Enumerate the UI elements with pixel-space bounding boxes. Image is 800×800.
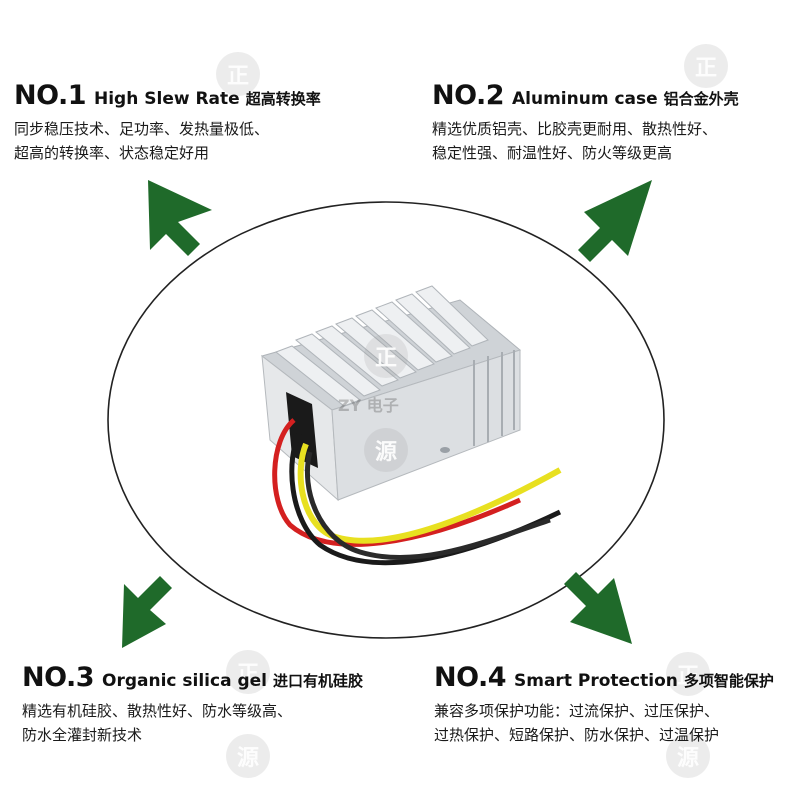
arrow-down-left-icon	[122, 576, 172, 648]
watermark-circle: 源	[666, 734, 710, 778]
feature-title-en: High Slew Rate	[94, 89, 240, 109]
feature-heading: NO.2 Aluminum case 铝合金外壳	[432, 80, 739, 111]
watermark-circle: 源	[364, 428, 408, 472]
feature-heading: NO.4 Smart Protection 多项智能保护	[434, 662, 774, 693]
feature-title-cn: 进口有机硅胶	[273, 672, 364, 690]
feature-heading: NO.1 High Slew Rate 超高转换率	[14, 80, 321, 111]
feature-desc-line: 稳定性强、耐温性好、防火等级更高	[432, 144, 673, 162]
watermark-circle: 正	[364, 334, 408, 378]
watermark-circle: 正	[216, 52, 260, 96]
watermark-circle: 正	[226, 650, 270, 694]
converter-product	[260, 285, 562, 566]
feature-desc-line: 超高的转换率、状态稳定好用	[14, 144, 210, 162]
feature-desc-line: 同步稳压技术、足功率、发热量极低、	[14, 120, 270, 138]
ellipse-frame	[107, 201, 665, 639]
watermark-brand: ZY 电子	[338, 396, 399, 415]
watermark-circle: 正	[666, 652, 710, 696]
feature-desc-line: 防水全灌封新技术	[22, 726, 143, 744]
feature-number: NO.3	[22, 662, 95, 693]
watermark-circle: 正	[684, 44, 728, 88]
feature-description: 精选有机硅胶、散热性好、防水等级高、 防水全灌封新技术	[22, 699, 363, 747]
feature-title-cn: 铝合金外壳	[663, 90, 739, 108]
feature-title-en: Organic silica gel	[102, 671, 267, 691]
feature-desc-line: 精选优质铝壳、比胶壳更耐用、散热性好、	[432, 120, 718, 138]
feature-desc-line: 过热保护、短路保护、防水保护、过温保护	[434, 726, 720, 744]
feature-number: NO.1	[14, 80, 87, 111]
feature-number: NO.2	[432, 80, 505, 111]
feature-title-en: Smart Protection	[514, 671, 678, 691]
feature-4: NO.4 Smart Protection 多项智能保护 兼容多项保护功能：过流…	[434, 662, 774, 747]
feature-title-en: Aluminum case	[512, 89, 658, 109]
arrow-up-left-icon	[148, 180, 212, 256]
feature-heading: NO.3 Organic silica gel 进口有机硅胶	[22, 662, 363, 693]
arrow-down-right-icon	[564, 572, 632, 644]
feature-3: NO.3 Organic silica gel 进口有机硅胶 精选有机硅胶、散热…	[22, 662, 363, 747]
feature-description: 精选优质铝壳、比胶壳更耐用、散热性好、 稳定性强、耐温性好、防火等级更高	[432, 117, 739, 165]
watermark-circle: 源	[226, 734, 270, 778]
feature-2: NO.2 Aluminum case 铝合金外壳 精选优质铝壳、比胶壳更耐用、散…	[432, 80, 739, 165]
feature-desc-line: 兼容多项保护功能：过流保护、过压保护、	[434, 702, 720, 720]
feature-description: 同步稳压技术、足功率、发热量极低、 超高的转换率、状态稳定好用	[14, 117, 321, 165]
feature-title-cn: 超高转换率	[245, 90, 321, 108]
feature-desc-line: 精选有机硅胶、散热性好、防水等级高、	[22, 702, 293, 720]
arrow-up-right-icon	[578, 180, 652, 262]
feature-description: 兼容多项保护功能：过流保护、过压保护、 过热保护、短路保护、防水保护、过温保护	[434, 699, 774, 747]
feature-title-cn: 多项智能保护	[683, 672, 774, 690]
feature-1: NO.1 High Slew Rate 超高转换率 同步稳压技术、足功率、发热量…	[14, 80, 321, 165]
feature-number: NO.4	[434, 662, 507, 693]
